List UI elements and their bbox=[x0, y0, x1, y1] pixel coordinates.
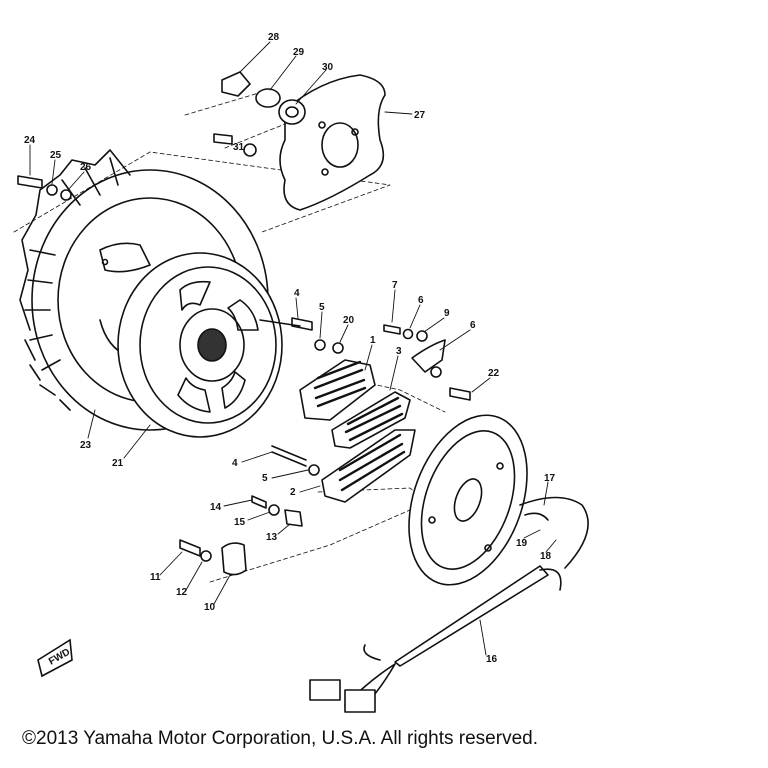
label-11: 11 bbox=[150, 572, 161, 583]
label-13: 13 bbox=[266, 532, 278, 543]
wiring-harness bbox=[309, 496, 589, 713]
coil-1 bbox=[299, 359, 376, 421]
label-20: 20 bbox=[343, 315, 355, 326]
bolts-24-26 bbox=[17, 175, 72, 201]
fwd-arrow-mark: FWD bbox=[37, 638, 73, 678]
label-14: 14 bbox=[210, 502, 222, 513]
lower-left-parts bbox=[179, 495, 303, 576]
label-4-lower: 4 bbox=[232, 458, 238, 469]
label-27: 27 bbox=[414, 110, 426, 121]
label-7: 7 bbox=[392, 280, 398, 291]
label-15: 15 bbox=[234, 517, 246, 528]
coil-2 bbox=[321, 429, 416, 503]
label-4-upper: 4 bbox=[294, 288, 300, 299]
label-21: 21 bbox=[112, 458, 124, 469]
label-31: 31 bbox=[233, 142, 245, 153]
label-2: 2 bbox=[290, 487, 296, 498]
label-16: 16 bbox=[486, 654, 498, 665]
label-18: 18 bbox=[540, 551, 552, 562]
label-19: 19 bbox=[516, 538, 528, 549]
label-25: 25 bbox=[50, 150, 62, 161]
label-12: 12 bbox=[176, 587, 188, 598]
label-24: 24 bbox=[24, 135, 36, 146]
label-17: 17 bbox=[544, 473, 556, 484]
leader-lines bbox=[29, 41, 557, 656]
callout-labels: 28 29 30 27 31 24 25 26 4 5 20 1 3 7 6 9… bbox=[24, 32, 556, 665]
label-5-lower: 5 bbox=[262, 473, 268, 484]
copyright-notice: ©2013 Yamaha Motor Corporation, U.S.A. A… bbox=[22, 728, 538, 749]
label-28: 28 bbox=[268, 32, 280, 43]
parts-diagram: 28 29 30 27 31 24 25 26 4 5 20 1 3 7 6 9… bbox=[13, 32, 589, 713]
stator-plate bbox=[408, 414, 528, 586]
label-6-lower: 6 bbox=[470, 320, 476, 331]
label-22: 22 bbox=[488, 368, 500, 379]
coil-3 bbox=[331, 391, 411, 449]
label-6-upper: 6 bbox=[418, 295, 424, 306]
label-9: 9 bbox=[444, 308, 450, 319]
screws-upper bbox=[271, 317, 344, 476]
cam-plate-assembly bbox=[213, 71, 386, 211]
label-30: 30 bbox=[322, 62, 334, 73]
label-1: 1 bbox=[370, 335, 376, 346]
label-26: 26 bbox=[80, 162, 92, 173]
label-10: 10 bbox=[204, 602, 216, 613]
label-3: 3 bbox=[396, 346, 402, 357]
bolt-22 bbox=[449, 387, 471, 401]
label-5-upper: 5 bbox=[319, 302, 325, 313]
label-23: 23 bbox=[80, 440, 92, 451]
label-29: 29 bbox=[293, 47, 305, 58]
rotor bbox=[117, 252, 301, 438]
contact-breaker bbox=[383, 324, 446, 378]
